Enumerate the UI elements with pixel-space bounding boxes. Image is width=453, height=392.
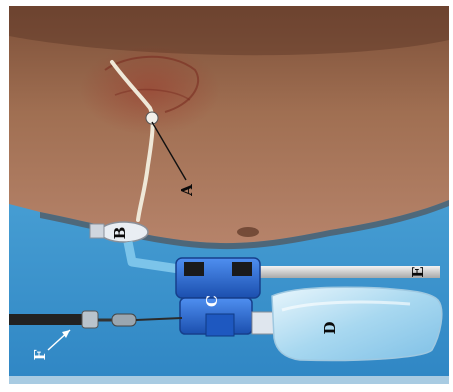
bag-neck	[252, 312, 274, 334]
label-f: F	[31, 349, 49, 360]
luer-connector	[112, 314, 136, 326]
infusion-line	[9, 314, 85, 325]
label-d: D	[321, 321, 339, 334]
label-c: C	[203, 295, 221, 307]
label-b: B	[111, 227, 129, 240]
device-clamp-left	[184, 262, 204, 276]
photo-bottom-edge	[9, 376, 449, 384]
label-e: E	[409, 266, 427, 277]
device-port	[206, 314, 234, 336]
navel	[237, 227, 259, 237]
line-connector	[82, 311, 98, 328]
fluid-bag	[272, 287, 442, 360]
label-a: A	[178, 184, 196, 197]
connector-clip	[90, 224, 104, 238]
device-clamp-right	[232, 262, 252, 276]
